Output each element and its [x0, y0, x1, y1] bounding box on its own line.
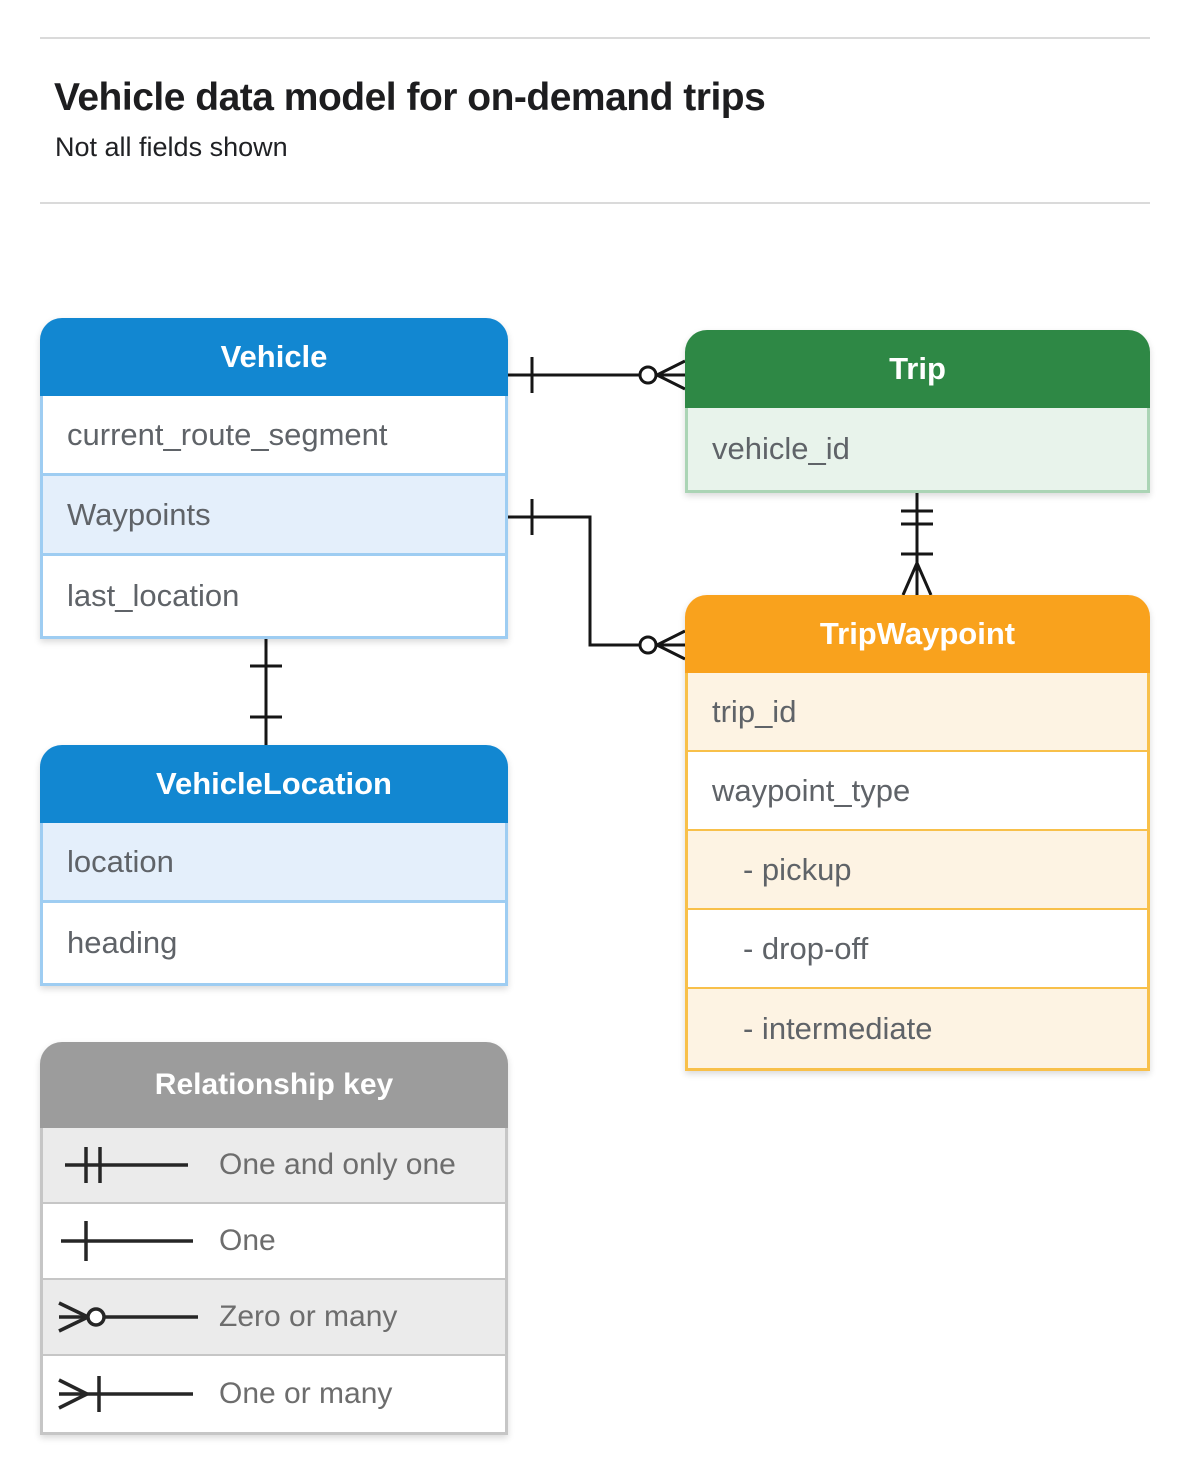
legend-label: One or many — [219, 1377, 393, 1410]
connector-vehicle-trip — [508, 357, 686, 393]
vehicle-table: Vehicle current_route_segment Waypoints … — [40, 318, 508, 639]
tripwaypoint-table-header: TripWaypoint — [685, 595, 1150, 673]
table-row: heading — [43, 903, 505, 983]
table-row: current_route_segment — [43, 396, 505, 476]
relationship-key: Relationship key One and only one One — [40, 1042, 508, 1435]
one-or-many-icon — [58, 1376, 193, 1412]
vehicle-table-header: Vehicle — [40, 318, 508, 396]
page-subtitle: Not all fields shown — [55, 132, 288, 162]
zero-or-many-icon — [58, 1301, 198, 1333]
divider-top — [40, 37, 1150, 39]
page-title: Vehicle data model for on-demand trips — [54, 76, 766, 119]
one-and-only-one-icon — [65, 1147, 188, 1183]
table-row: vehicle_id — [688, 408, 1147, 490]
table-row: Waypoints — [43, 476, 505, 556]
legend-label: One and only one — [219, 1148, 456, 1181]
legend-row: One — [43, 1204, 505, 1280]
table-row: last_location — [43, 556, 505, 636]
trip-table: Trip vehicle_id — [685, 330, 1150, 493]
connector-vehicle-vehiclelocation — [250, 636, 282, 745]
legend-row: Zero or many — [43, 1280, 505, 1356]
vehiclelocation-table-header: VehicleLocation — [40, 745, 508, 823]
one-icon — [61, 1221, 193, 1261]
table-row: waypoint_type — [688, 752, 1147, 831]
table-row: - intermediate — [688, 989, 1147, 1068]
trip-table-header: Trip — [685, 330, 1150, 408]
legend-row: One or many — [43, 1356, 505, 1432]
divider-bottom — [40, 202, 1150, 204]
vehiclelocation-table: VehicleLocation location heading — [40, 745, 508, 986]
connector-trip-tripwaypoint — [901, 490, 933, 596]
legend-label: Zero or many — [219, 1300, 398, 1333]
legend-label: One — [219, 1224, 276, 1257]
connector-waypoints-tripwaypoint — [508, 499, 686, 661]
tripwaypoint-table: TripWaypoint trip_id waypoint_type - pic… — [685, 595, 1150, 1071]
table-row: - pickup — [688, 831, 1147, 910]
legend-row: One and only one — [43, 1128, 505, 1204]
relationship-key-header: Relationship key — [40, 1042, 508, 1128]
table-row: location — [43, 823, 505, 903]
table-row: trip_id — [688, 673, 1147, 752]
table-row: - drop-off — [688, 910, 1147, 989]
